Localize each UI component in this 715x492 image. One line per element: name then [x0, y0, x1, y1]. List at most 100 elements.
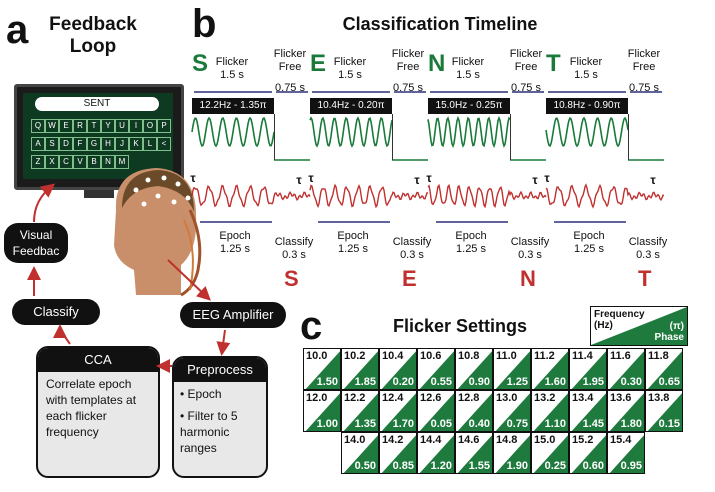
- feedback-loop-title: Feedback Loop: [48, 14, 138, 58]
- cca-box: CCA Correlate epoch with templates at ea…: [36, 346, 160, 478]
- timeline-title: Classification Timeline: [342, 14, 538, 34]
- cell-phase: 0.90: [468, 376, 490, 388]
- key-2-6: M: [115, 155, 129, 169]
- cell-phase: 1.60: [544, 376, 566, 388]
- cell-phase: 1.45: [582, 418, 604, 430]
- result-letter-2: N: [520, 266, 536, 291]
- frequency-bar-1: 10.4Hz - 0.20π: [310, 98, 392, 114]
- key-0-5: Y: [101, 119, 115, 133]
- flicker-cell: 14.8 1.90: [493, 432, 531, 474]
- stimulus-wave-3: [545, 116, 629, 148]
- key-0-6: U: [115, 119, 129, 133]
- panel-b-letter: b: [192, 2, 217, 46]
- cell-frequency: 13.8: [648, 392, 670, 404]
- cell-phase: 0.75: [506, 418, 528, 430]
- flicker-cell: 11.0 1.25: [493, 348, 531, 390]
- cell-phase: 1.50: [316, 376, 338, 388]
- tau-free-3: τ: [650, 173, 656, 187]
- preprocess-item-filter: • Filter to 5 harmonic ranges: [180, 409, 238, 455]
- flicker-cell: 11.8 0.65: [645, 348, 683, 390]
- cell-frequency: 12.2: [344, 392, 366, 404]
- panel-c-letter: c: [300, 304, 323, 348]
- legend-phase: Phase: [654, 332, 684, 343]
- key-1-9: <: [157, 137, 171, 151]
- cell-phase: 0.20: [392, 376, 414, 388]
- cell-phase: 0.55: [430, 376, 452, 388]
- cell-frequency: 12.8: [458, 392, 480, 404]
- flicker-legend: Frequency (Hz) (π) Phase: [590, 306, 688, 346]
- cell-phase: 1.25: [506, 376, 528, 388]
- cell-phase: 0.40: [468, 418, 490, 430]
- cell-phase: 0.15: [658, 418, 680, 430]
- cell-phase: 1.55: [468, 460, 490, 472]
- cell-phase: 0.25: [544, 460, 566, 472]
- cell-phase: 0.05: [430, 418, 452, 430]
- cell-phase: 0.95: [620, 460, 642, 472]
- preprocess-title: Preprocess: [174, 358, 266, 382]
- cell-phase: 1.70: [392, 418, 414, 430]
- result-letter-3: T: [638, 266, 652, 291]
- cell-phase: 0.65: [658, 376, 680, 388]
- cell-frequency: 12.6: [420, 392, 442, 404]
- cell-frequency: 12.4: [382, 392, 404, 404]
- cell-frequency: 14.2: [382, 434, 404, 446]
- key-0-3: R: [73, 119, 87, 133]
- key-2-5: N: [101, 155, 115, 169]
- tau-3: τ: [544, 171, 550, 185]
- title-line-2: Loop: [69, 36, 117, 57]
- key-2-4: B: [87, 155, 101, 169]
- preprocess-item-epoch: • Epoch: [180, 387, 222, 401]
- flicker-settings-title: Flicker Settings: [392, 316, 528, 336]
- cell-frequency: 13.6: [610, 392, 632, 404]
- cell-frequency: 15.4: [610, 434, 632, 446]
- key-1-0: A: [31, 137, 45, 151]
- key-0-8: O: [143, 119, 157, 133]
- cca-title: CCA: [38, 348, 158, 372]
- classify-label: Classify: [33, 304, 79, 319]
- flicker-cell: 12.8 0.40: [455, 390, 493, 432]
- free-duration-1: 0.75 s: [393, 82, 423, 94]
- frequency-bar-0: 12.2Hz - 1.35π: [192, 98, 274, 114]
- result-letter-0: S: [284, 266, 299, 291]
- flicker-cell: 14.6 1.55: [455, 432, 493, 474]
- stimulus-edge-2: [510, 114, 511, 160]
- key-0-7: I: [129, 119, 143, 133]
- free-duration-0: 0.75 s: [275, 82, 305, 94]
- cell-frequency: 11.0: [496, 350, 517, 362]
- loop-arrows: [27, 183, 231, 373]
- key-0-9: P: [157, 119, 171, 133]
- cell-frequency: 11.8: [648, 350, 669, 362]
- cell-frequency: 14.8: [496, 434, 518, 446]
- cell-phase: 1.90: [506, 460, 528, 472]
- key-1-7: K: [129, 137, 143, 151]
- cell-frequency: 13.0: [496, 392, 518, 404]
- cell-frequency: 14.4: [420, 434, 442, 446]
- target-letter-1: E: [310, 50, 327, 77]
- eeg-wave-3: [545, 183, 665, 209]
- key-1-2: D: [59, 137, 73, 151]
- screen-text-field: SENT: [35, 97, 159, 111]
- cell-frequency: 14.6: [458, 434, 480, 446]
- key-0-0: Q: [31, 119, 45, 133]
- tau-1: τ: [308, 171, 314, 185]
- cell-phase: 1.95: [582, 376, 604, 388]
